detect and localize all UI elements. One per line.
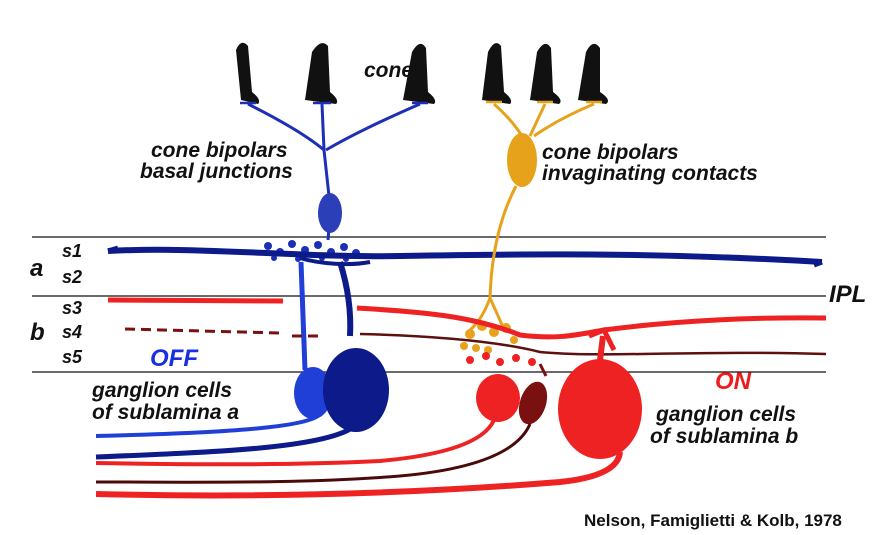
on-dendrite-s5 bbox=[466, 352, 536, 366]
dendrite-s4-dashed bbox=[125, 329, 320, 336]
left-bipolar-label-line2: basal junctions bbox=[140, 161, 293, 183]
left-bipolar-label-line1: cone bipolars bbox=[151, 140, 288, 162]
s4-label: s4 bbox=[62, 323, 82, 342]
s2-label: s2 bbox=[62, 268, 82, 287]
off-dendrite-s1 bbox=[108, 250, 822, 262]
off-ganglion-label-line1: ganglion cells bbox=[92, 380, 232, 402]
off-bipolar-soma bbox=[318, 193, 342, 233]
ipl-label: IPL bbox=[829, 284, 866, 306]
s3-label: s3 bbox=[62, 299, 82, 318]
right-bipolar-label-line1: cone bipolars bbox=[542, 142, 679, 164]
sublamina-b-label: b bbox=[30, 322, 45, 344]
s1-label: s1 bbox=[62, 242, 82, 261]
off-ganglion-dark-dendrite bbox=[340, 262, 350, 336]
right-bipolar-label-line2: invaginating contacts bbox=[542, 163, 758, 185]
cones-label: cones bbox=[364, 60, 425, 82]
on-bipolar-soma bbox=[507, 133, 537, 187]
s5-label: s5 bbox=[62, 348, 82, 367]
cone-4 bbox=[482, 43, 511, 104]
on-ganglion-large-axon bbox=[96, 452, 620, 495]
on-ganglion-dark-soma bbox=[514, 378, 552, 428]
off-label: OFF bbox=[150, 348, 198, 370]
on-ganglion-large-soma bbox=[558, 359, 642, 459]
on-ganglion-small-soma bbox=[476, 374, 520, 422]
cone-6 bbox=[578, 44, 608, 104]
on-label: ON bbox=[715, 371, 751, 393]
cone-5 bbox=[530, 44, 561, 104]
on-ganglion-label-line1: ganglion cells bbox=[656, 404, 796, 426]
on-dendrite-s3-left bbox=[108, 300, 283, 301]
cone-2 bbox=[305, 43, 337, 104]
off-ganglion-dark-soma bbox=[323, 348, 389, 432]
citation-credit: Nelson, Famiglietti & Kolb, 1978 bbox=[584, 511, 842, 531]
off-ganglion-label-line2: of sublamina a bbox=[92, 402, 239, 424]
on-ganglion-large-dendrite bbox=[600, 336, 603, 360]
on-ganglion-label-line2: of sublamina b bbox=[650, 426, 798, 448]
on-bipolar-cell bbox=[470, 102, 602, 332]
off-ganglion-light-dendrite bbox=[301, 262, 305, 370]
cone-1 bbox=[236, 43, 259, 104]
sublamina-a-label: a bbox=[30, 258, 43, 280]
